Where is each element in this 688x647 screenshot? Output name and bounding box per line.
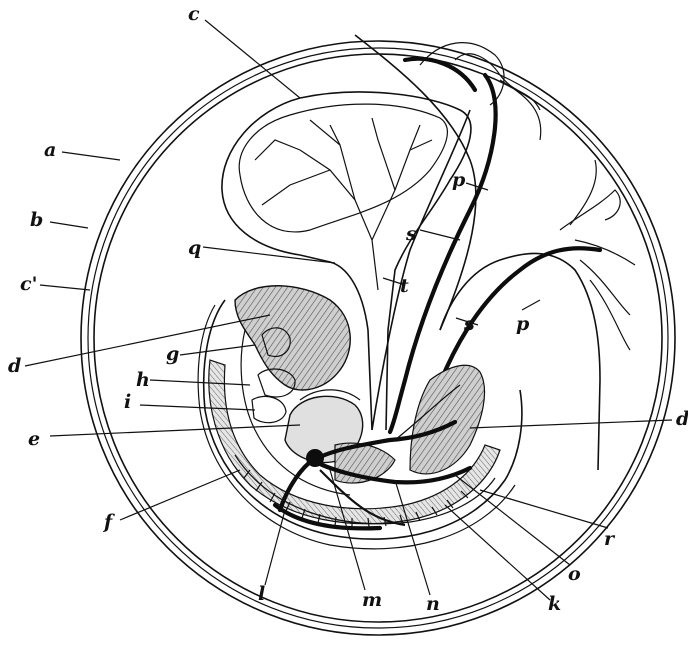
label-m: m bbox=[362, 589, 382, 611]
label-a: a bbox=[44, 139, 56, 161]
label-p-lower: p bbox=[516, 313, 530, 335]
label-o: o bbox=[568, 563, 581, 585]
label-i: i bbox=[124, 391, 131, 413]
label-h: h bbox=[136, 369, 150, 391]
head-region bbox=[235, 286, 350, 390]
label-c-prime: c' bbox=[20, 273, 37, 295]
label-d-right: d bbox=[676, 408, 688, 430]
label-f: f bbox=[102, 511, 115, 533]
label-g: g bbox=[166, 343, 179, 365]
label-c: c bbox=[188, 3, 200, 25]
label-d-left: d bbox=[8, 355, 21, 377]
label-k: k bbox=[548, 593, 561, 615]
label-s-upper: s bbox=[405, 223, 417, 245]
label-q: q bbox=[188, 237, 201, 259]
label-e: e bbox=[28, 428, 40, 450]
label-b: b bbox=[30, 209, 43, 231]
membrane-a bbox=[81, 41, 675, 635]
membrane-b bbox=[88, 48, 668, 628]
posterior-region bbox=[410, 365, 485, 474]
label-r: r bbox=[604, 528, 616, 550]
label-l: l bbox=[258, 583, 265, 605]
label-t: t bbox=[400, 275, 409, 297]
outer-membranes bbox=[81, 41, 675, 635]
label-p-upper: p bbox=[452, 169, 466, 191]
label-n: n bbox=[426, 593, 440, 615]
right-vessels bbox=[405, 43, 635, 410]
label-s-lower: s bbox=[463, 313, 475, 335]
